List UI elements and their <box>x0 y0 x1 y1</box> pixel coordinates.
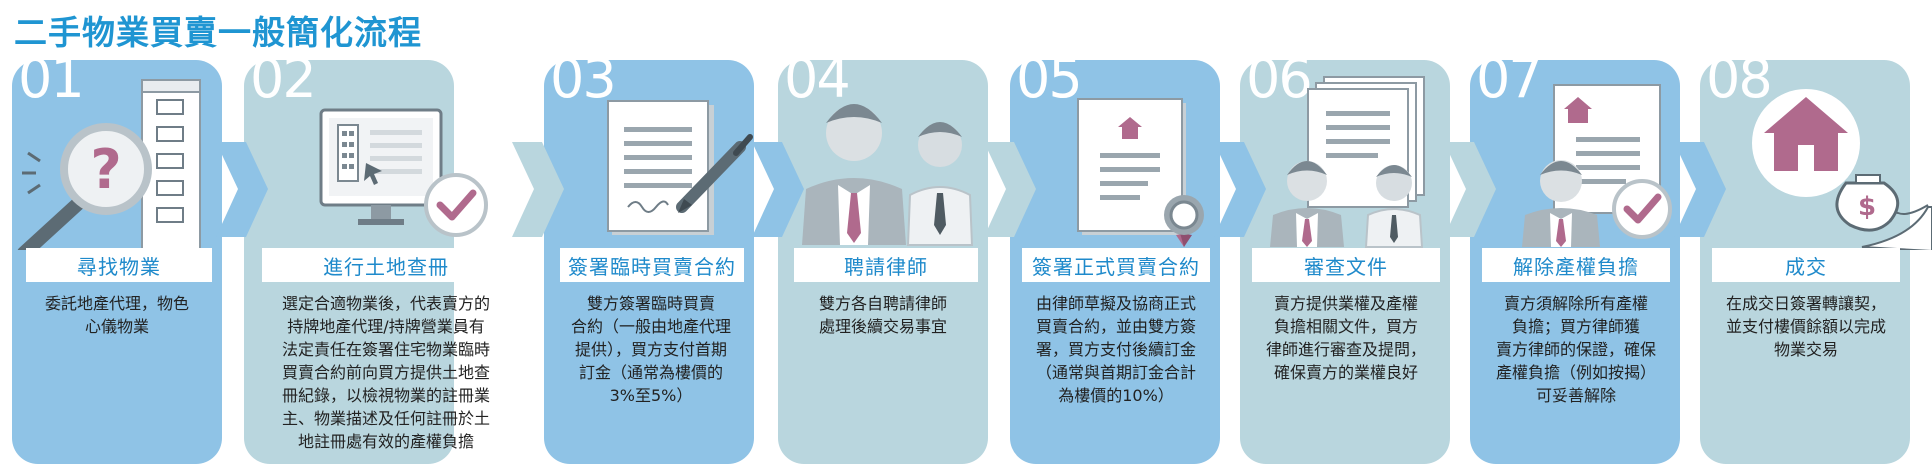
magnifier-building-icon: ? <box>17 79 201 250</box>
description-line: 地註冊處有效的產權負擔 <box>297 432 474 451</box>
chevron-arrow-icon <box>984 142 1036 237</box>
description-line: 合約（一般由地產代理 <box>570 317 731 336</box>
description-line: 可妥善解除 <box>1535 386 1616 405</box>
description-line: 雙方簽署臨時買賣 <box>586 294 715 313</box>
chevron-arrow-icon <box>1674 142 1726 237</box>
description-line: 由律師草擬及協商正式 <box>1035 294 1196 313</box>
step-number: 06 <box>1246 47 1313 110</box>
step-label: 成交 <box>1712 248 1900 282</box>
description-line: 訂金（通常為樓價的 <box>578 363 723 382</box>
step-description: 在成交日簽署轉讓契， 並支付樓價餘額以完成物業交易 <box>1708 292 1904 361</box>
step-number: 04 <box>784 47 851 110</box>
page-title: 二手物業買賣一般簡化流程 <box>14 13 422 52</box>
description-line: 物業交易 <box>1773 340 1838 359</box>
description-line: 負擔相關文件，買方 <box>1273 317 1418 336</box>
description-line: （通常與首期訂金合計 <box>1035 363 1196 382</box>
step-number: 05 <box>1016 47 1083 110</box>
description-line: 心儀物業 <box>84 317 149 336</box>
description-line: 確保賣方的業權良好 <box>1273 363 1418 382</box>
chevron-arrow-icon <box>1214 142 1266 237</box>
description-line: 法定責任在簽署住宅物業臨時 <box>281 340 490 359</box>
step-label: 簽署臨時買賣合約 <box>560 248 744 282</box>
lawyers-icon <box>802 104 974 246</box>
description-line: 產權負擔（例如按揭） <box>1495 363 1656 382</box>
step-description: 由律師草擬及協商正式買賣合約，並由雙方簽署，買方支付後續訂金 （通常與首期訂金合計… <box>1018 292 1214 407</box>
description-line: 3%至5%） <box>609 386 693 405</box>
svg-text:?: ? <box>90 138 121 201</box>
description-line: 冊紀錄，以檢視物業的註冊業 <box>281 386 490 405</box>
chevron-arrow-icon <box>512 142 564 237</box>
step-description: 委託地產代理，物色心儀物業 <box>22 292 212 338</box>
certificate-icon <box>1077 98 1204 247</box>
step-description: 雙方各自聘請律師處理後續交易事宜 <box>788 292 978 338</box>
description-line: 負擔；買方律師獲 <box>1511 317 1640 336</box>
description-line: 買賣合約前向買方提供土地查 <box>281 363 490 382</box>
monitor-check-icon <box>319 108 488 237</box>
description-line: 提供），買方支付首期 <box>574 340 727 359</box>
description-line: 賣方須解除所有產權 <box>1503 294 1648 313</box>
step-description: 選定合適物業後，代表賣方的持牌地產代理/持牌營業員有法定責任在簽署住宅物業臨時買… <box>256 292 516 453</box>
description-line: 並支付樓價餘額以完成 <box>1725 317 1886 336</box>
description-line: 選定合適物業後，代表賣方的 <box>281 294 490 313</box>
step-label: 審查文件 <box>1252 248 1440 282</box>
contract-pen-icon <box>607 100 753 235</box>
description-line: 持牌地產代理/持牌營業員有 <box>287 317 485 336</box>
description-line: 主、物業描述及任何註冊於土 <box>281 409 490 428</box>
step-description: 賣方提供業權及產權負擔相關文件，買方律師進行審查及提問， 確保賣方的業權良好 <box>1248 292 1444 384</box>
chevron-arrow-icon <box>1444 142 1496 237</box>
description-line: 委託地產代理，物色 <box>44 294 189 313</box>
step-number: 07 <box>1476 47 1543 110</box>
description-line: 賣方律師的保證，確保 <box>1495 340 1656 359</box>
description-line: 署，買方支付後續訂金 <box>1035 340 1196 359</box>
chevron-arrow-icon <box>216 142 268 237</box>
chevron-arrow-icon <box>752 142 804 237</box>
description-line: 雙方各自聘請律師 <box>818 294 947 313</box>
step-number: 01 <box>18 47 85 110</box>
description-line: 為樓價的10%） <box>1058 386 1174 405</box>
house-money-hand-icon: $ <box>1752 89 1932 250</box>
step-description: 賣方須解除所有產權負擔；買方律師獲賣方律師的保證，確保產權負擔（例如按揭） 可妥善… <box>1478 292 1674 407</box>
step-number: 03 <box>550 47 617 110</box>
description-line: 買賣合約，並由雙方簽 <box>1035 317 1196 336</box>
step-description: 雙方簽署臨時買賣合約（一般由地產代理提供），買方支付首期訂金（通常為樓價的 3%至… <box>556 292 746 407</box>
step-label: 解除產權負擔 <box>1482 248 1670 282</box>
description-line: 賣方提供業權及產權 <box>1273 294 1418 313</box>
step-label: 尋找物業 <box>26 248 212 282</box>
step-number: 02 <box>250 47 317 110</box>
description-line: 律師進行審查及提問， <box>1265 340 1426 359</box>
step-label: 簽署正式買賣合約 <box>1022 248 1210 282</box>
step-label: 聘請律師 <box>794 248 978 282</box>
description-line: 處理後續交易事宜 <box>818 317 947 336</box>
description-line: 在成交日簽署轉讓契， <box>1725 294 1886 313</box>
svg-text:$: $ <box>1858 192 1876 222</box>
step-label: 進行土地查冊 <box>262 248 510 282</box>
documents-review-icon <box>1270 76 1425 248</box>
step-number: 08 <box>1706 47 1773 110</box>
release-encumbrance-icon <box>1522 84 1672 247</box>
